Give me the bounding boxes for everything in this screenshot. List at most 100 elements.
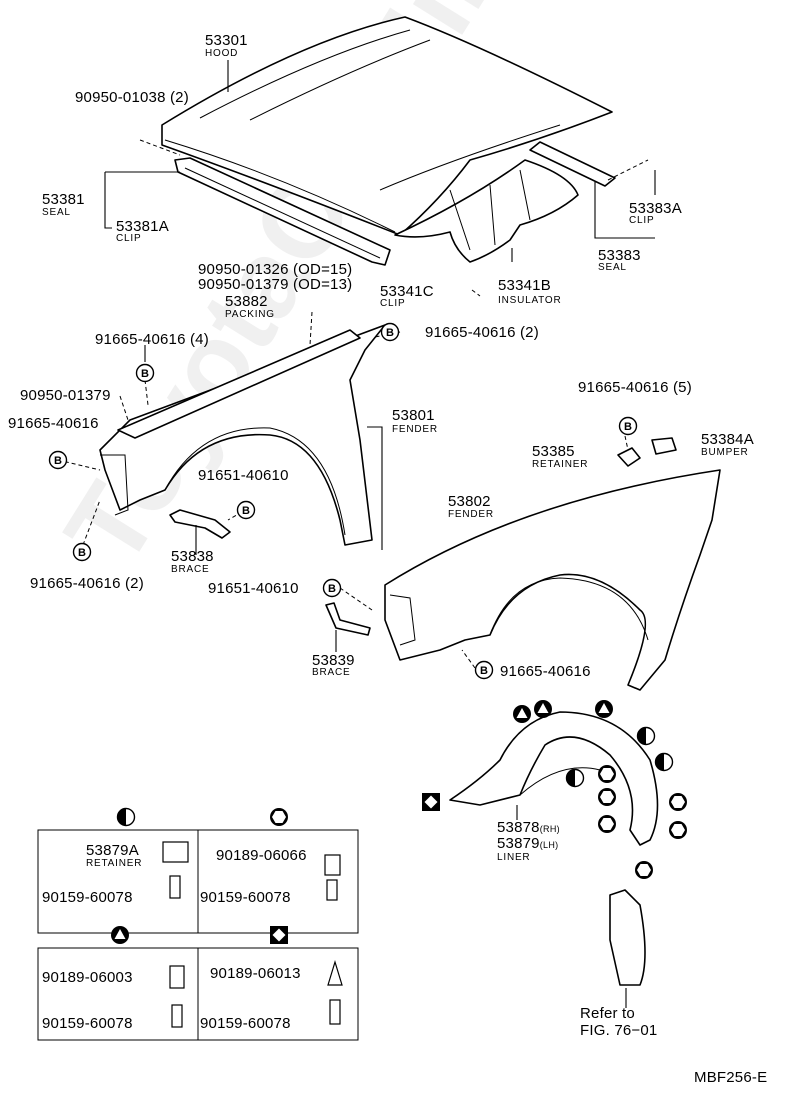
refer-line2: FIG. 76−01 [580,1022,658,1039]
half-circle-marker-icon [565,768,585,788]
bolt-b-marker: B [618,416,638,436]
liner-illustration [449,711,659,846]
insulator-clip-part-name: CLIP [380,298,406,309]
triangle-marker-icon [512,704,532,724]
bolt-b-marker: B [380,322,400,342]
fender-lh-part-name: FENDER [448,509,494,520]
bumper-53384A-name: BUMPER [701,447,749,458]
half-circle-marker-icon [654,752,674,772]
bolt-b-marker: B [236,500,256,520]
hexagon-marker-icon [668,792,688,812]
insulator-part-name: INSULATOR [498,295,562,306]
triangle-marker-icon [533,699,553,719]
svg-text:B: B [624,421,632,433]
clip2-part-name: CLIP [629,215,655,226]
bolt5-part: 91665-40616 (5) [578,379,692,396]
svg-text:B: B [78,547,86,559]
half-circle-marker-icon [636,726,656,746]
svg-text:B: B [480,665,488,677]
hexagon-marker-icon [269,807,289,827]
bolt2-bottom-part: 91665-40616 (2) [30,575,144,592]
insulator-clip-part-number: 53341C [380,283,434,300]
insulator-part-number: 53341B [498,277,551,294]
brace-53838-illustration [169,509,231,539]
hexagon-marker-icon [597,764,617,784]
hexagon-marker-icon [597,814,617,834]
liner-rh-number: 53878(RH) [497,819,560,836]
hexagon-marker-icon [597,787,617,807]
box-triangle-part: 90189-06003 [42,969,133,986]
insulator-illustration [394,159,579,263]
box-halfcircle-name: RETAINER [86,858,143,869]
grommet3-part: 90950-01379 [20,387,111,404]
bolt-b-marker: B [48,450,68,470]
fender-lh-part-number: 53802 [448,493,491,510]
svg-text:B: B [386,327,394,339]
grommet-od13-part: 90950-01379 (OD=13) [198,276,353,293]
box-hexagon-part: 90189-06066 [216,847,307,864]
liner-name: LINER [497,852,531,863]
seal2-part-number: 53383 [598,247,641,264]
triangle-marker-icon [110,925,130,945]
retainer-53385-number: 53385 [532,443,575,460]
hexagon-marker-icon [668,820,688,840]
clip-part-name: CLIP [116,233,142,244]
brace-53838-name: BRACE [171,564,210,575]
svg-text:B: B [242,505,250,517]
seal-part-number: 53381 [42,191,85,208]
hood-part-number: 53301 [205,32,248,49]
clip2-part-number: 53383A [629,200,682,217]
bolt-610-b-part: 91651-40610 [208,580,299,597]
box-diamond-screw: 90159-60078 [200,1015,291,1032]
retainer-53385-name: RETAINER [532,459,589,470]
box-diamond-part: 90189-06013 [210,965,301,982]
svg-text:B: B [54,455,62,467]
fender-rh-part-number: 53801 [392,407,435,424]
triangle-marker-icon [594,699,614,719]
retainer-53385-illustration [617,447,641,467]
hexagon-marker-icon [634,860,654,880]
box-halfcircle-part: 53879A [86,842,139,859]
bolt2-top-part: 91665-40616 (2) [425,324,539,341]
refer-line1: Refer to [580,1005,635,1022]
bolt-610-a-part: 91651-40610 [198,467,289,484]
packing-part-number: 53882 [225,293,268,310]
bolt-lower-part: 91665-40616 [500,663,591,680]
bolt-b-marker: B [474,660,494,680]
svg-text:B: B [328,583,336,595]
rear-seal-illustration [529,141,616,187]
svg-text:B: B [141,368,149,380]
diagram-code: MBF256-E [694,1069,768,1086]
fastener-box [37,829,359,1041]
bumper-53384A-illustration [651,437,677,455]
hood-part-name: HOOD [205,48,239,59]
brace-53839-number: 53839 [312,652,355,669]
brace-53839-name: BRACE [312,667,351,678]
diamond-marker-icon [421,792,441,812]
bolt-b-marker: B [135,363,155,383]
bolt4-part: 91665-40616 (4) [95,331,209,348]
packing-part-name: PACKING [225,309,275,320]
clip-part-number: 53381A [116,218,169,235]
diamond-marker-icon [269,925,289,945]
bolt-b-marker: B [322,578,342,598]
grommet-od15-part: 90950-01326 (OD=15) [198,261,353,278]
fender-lh-illustration [384,469,721,691]
seal-part-name: SEAL [42,207,71,218]
bolt-left-part: 91665-40616 [8,415,99,432]
brace-53839-illustration [325,602,371,636]
box-triangle-screw: 90159-60078 [42,1015,133,1032]
mudguard-illustration [609,889,646,986]
liner-lh-number: 53879(LH) [497,835,559,852]
nut-hood-part: 90950-01038 (2) [75,89,189,106]
box-hexagon-screw: 90159-60078 [200,889,291,906]
hood-illustration [161,16,613,236]
seal2-part-name: SEAL [598,262,627,273]
box-halfcircle-screw: 90159-60078 [42,889,133,906]
bumper-53384A-number: 53384A [701,431,754,448]
fender-rh-part-name: FENDER [392,424,438,435]
half-circle-marker-icon [116,807,136,827]
brace-53838-number: 53838 [171,548,214,565]
